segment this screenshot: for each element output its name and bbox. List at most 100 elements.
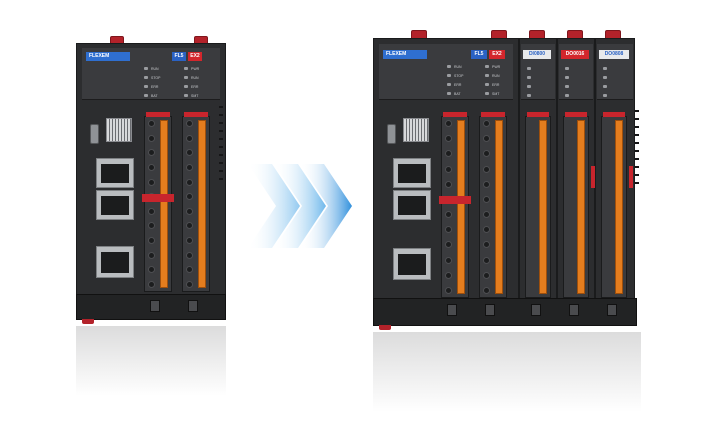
din-clip-bottom <box>82 319 94 324</box>
module-badge: DI0800 <box>523 50 551 59</box>
qr-code-icon <box>403 118 429 142</box>
status-led-group: PWR RUN ERR SMT <box>184 64 199 100</box>
status-led-group: RUN STOP ERR BAT <box>447 62 463 98</box>
status-led <box>144 76 148 79</box>
side-vents <box>635 110 639 184</box>
din-release-slot <box>531 304 541 316</box>
led-label: BAT <box>151 93 158 98</box>
status-led <box>144 67 148 70</box>
status-led <box>184 85 188 88</box>
red-terminal-end-cap <box>603 112 625 117</box>
status-led <box>447 74 451 77</box>
status-led <box>447 83 451 86</box>
status-led <box>144 94 148 97</box>
module-led-group <box>603 64 610 100</box>
led-label: STOP <box>151 75 161 80</box>
io-terminal-block <box>563 116 589 298</box>
rj45-port-icon <box>96 190 134 220</box>
led-label: RUN <box>191 75 199 80</box>
terminal-release-tabs <box>198 120 206 288</box>
usb-port-icon <box>90 124 99 144</box>
din-release-slot <box>150 300 160 312</box>
din-release-slot <box>485 304 495 316</box>
rj45-port-icon <box>393 190 431 220</box>
led-label: ERR <box>191 84 199 89</box>
led-label: ERR <box>454 82 462 87</box>
module-led-group <box>527 64 534 100</box>
qr-code-icon <box>106 118 132 142</box>
status-led <box>485 83 489 86</box>
side-vents <box>219 106 223 180</box>
red-locking-tab <box>591 166 595 188</box>
terminal-release-tabs <box>615 120 623 294</box>
device-base <box>373 298 637 326</box>
brand-logo: FLEXEM <box>383 50 427 59</box>
left-plc-device: FLEXEM FL5 EX2 RUN STOP ERR BAT PWR RUN … <box>76 36 226 326</box>
status-led <box>485 65 489 68</box>
led-label: ERR <box>492 82 500 87</box>
din-release-slot <box>447 304 457 316</box>
terminal-screws <box>148 120 155 288</box>
red-terminal-end-cap <box>527 112 549 117</box>
din-release-slot <box>569 304 579 316</box>
module-badge: DO0808 <box>599 50 629 59</box>
status-led <box>184 76 188 79</box>
terminal-screws <box>483 120 490 294</box>
rj45-port-icon <box>96 246 134 278</box>
red-locking-tab <box>629 166 633 188</box>
terminal-release-tabs <box>495 120 503 294</box>
model-badge: FL5 <box>471 50 487 59</box>
brand-logo-text: FLEXEM <box>89 53 110 59</box>
left-device-reflection <box>76 326 226 396</box>
status-led <box>447 92 451 95</box>
din-release-slot <box>607 304 617 316</box>
led-label: RUN <box>151 66 159 71</box>
led-label: ERR <box>151 84 159 89</box>
right-device-reflection <box>373 332 641 412</box>
expansion-badge: EX2 <box>188 52 202 61</box>
usb-port-icon <box>387 124 396 144</box>
red-terminal-end-cap <box>565 112 587 117</box>
status-led <box>485 74 489 77</box>
led-label: PWR <box>492 64 501 69</box>
terminal-screws <box>445 120 452 294</box>
terminal-release-tabs <box>539 120 547 294</box>
red-locking-tab <box>142 194 174 202</box>
expansion-badge: EX2 <box>489 50 505 59</box>
din-clip-bottom <box>379 325 391 330</box>
led-label: BAT <box>454 91 461 96</box>
red-terminal-end-cap <box>443 112 467 117</box>
terminal-release-tabs <box>160 120 168 288</box>
status-led <box>144 85 148 88</box>
led-label: SMT <box>492 91 500 96</box>
led-label: RUN <box>454 64 462 69</box>
led-label: STOP <box>454 73 464 78</box>
led-label: PWR <box>191 66 200 71</box>
red-terminal-end-cap <box>481 112 505 117</box>
led-label: RUN <box>492 73 500 78</box>
right-plc-device: FLEXEM FL5 EX2 RUN STOP ERR BAT PWR RUN … <box>373 30 641 332</box>
brand-logo: FLEXEM <box>86 52 130 61</box>
red-terminal-end-cap <box>184 112 208 117</box>
din-release-slot <box>188 300 198 312</box>
status-led <box>485 92 489 95</box>
status-led-group: PWR RUN ERR SMT <box>485 62 500 98</box>
status-led-group: RUN STOP ERR BAT <box>144 64 160 100</box>
module-badge: DO0016 <box>561 50 589 59</box>
red-terminal-end-cap <box>146 112 170 117</box>
status-led <box>184 94 188 97</box>
rj45-port-icon <box>96 158 134 188</box>
rj45-port-icon <box>393 248 431 280</box>
terminal-release-tabs <box>457 120 465 294</box>
rj45-port-icon <box>393 158 431 188</box>
status-led <box>447 65 451 68</box>
right-arrow-chevron-icon <box>248 164 352 248</box>
brand-logo-text: FLEXEM <box>386 51 407 57</box>
terminal-screws <box>186 120 193 288</box>
led-label: SMT <box>191 93 199 98</box>
model-badge: FL5 <box>172 52 186 61</box>
status-led <box>184 67 188 70</box>
terminal-release-tabs <box>577 120 585 294</box>
module-led-group <box>565 64 572 100</box>
